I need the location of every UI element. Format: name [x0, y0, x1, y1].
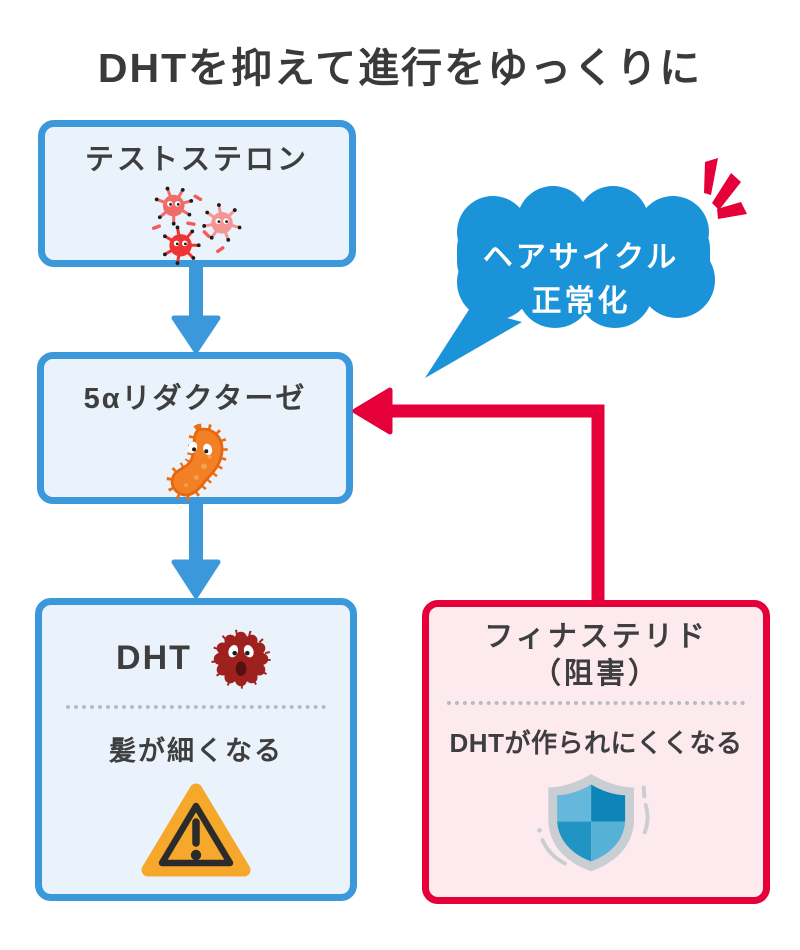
arrow-left-icon [352, 387, 605, 604]
dht-label: DHT [116, 638, 192, 677]
warning-icon [141, 783, 251, 877]
page-title: DHTを抑えて進行をゆっくりに [97, 45, 703, 91]
bubble-line2: 正常化 [531, 285, 631, 318]
inhibitor-box: フィナステリド （阻害） DHTが作られにくくなる [422, 600, 770, 904]
dht-virus-icon [211, 629, 271, 689]
arrow-down-icon-1 [171, 264, 221, 354]
inhibitor-name-label: フィナステリド [484, 621, 708, 653]
testosterone-box: テストステロン [38, 120, 356, 267]
reductase-box: 5αリダクターゼ [37, 352, 353, 504]
molecules-icon [151, 186, 242, 266]
dht-divider [66, 705, 326, 709]
testosterone-label: テストステロン [84, 144, 309, 176]
cloud-shape [425, 158, 747, 378]
dht-title-row: DHT [42, 621, 350, 695]
reductase-label: 5αリダクターゼ [83, 383, 307, 415]
inhibitor-effect-label: DHTが作られにくくなる [449, 728, 743, 758]
arrow-down-icon-2 [171, 502, 221, 599]
bacteria-icon [166, 423, 228, 501]
inhibitor-mode-label: （阻害） [531, 658, 660, 690]
dht-box: DHT 髪が細くなる [35, 598, 357, 901]
bubble-text: ヘアサイクル 正常化 [445, 236, 717, 324]
bubble-line1: ヘアサイクル [482, 241, 680, 274]
shield-icon [536, 773, 649, 872]
emphasis-marks-icon [704, 158, 747, 219]
dht-effect-label: 髪が細くなる [109, 736, 283, 766]
inhibitor-divider [447, 701, 745, 705]
speech-bubble: ヘアサイクル 正常化 [400, 148, 770, 393]
